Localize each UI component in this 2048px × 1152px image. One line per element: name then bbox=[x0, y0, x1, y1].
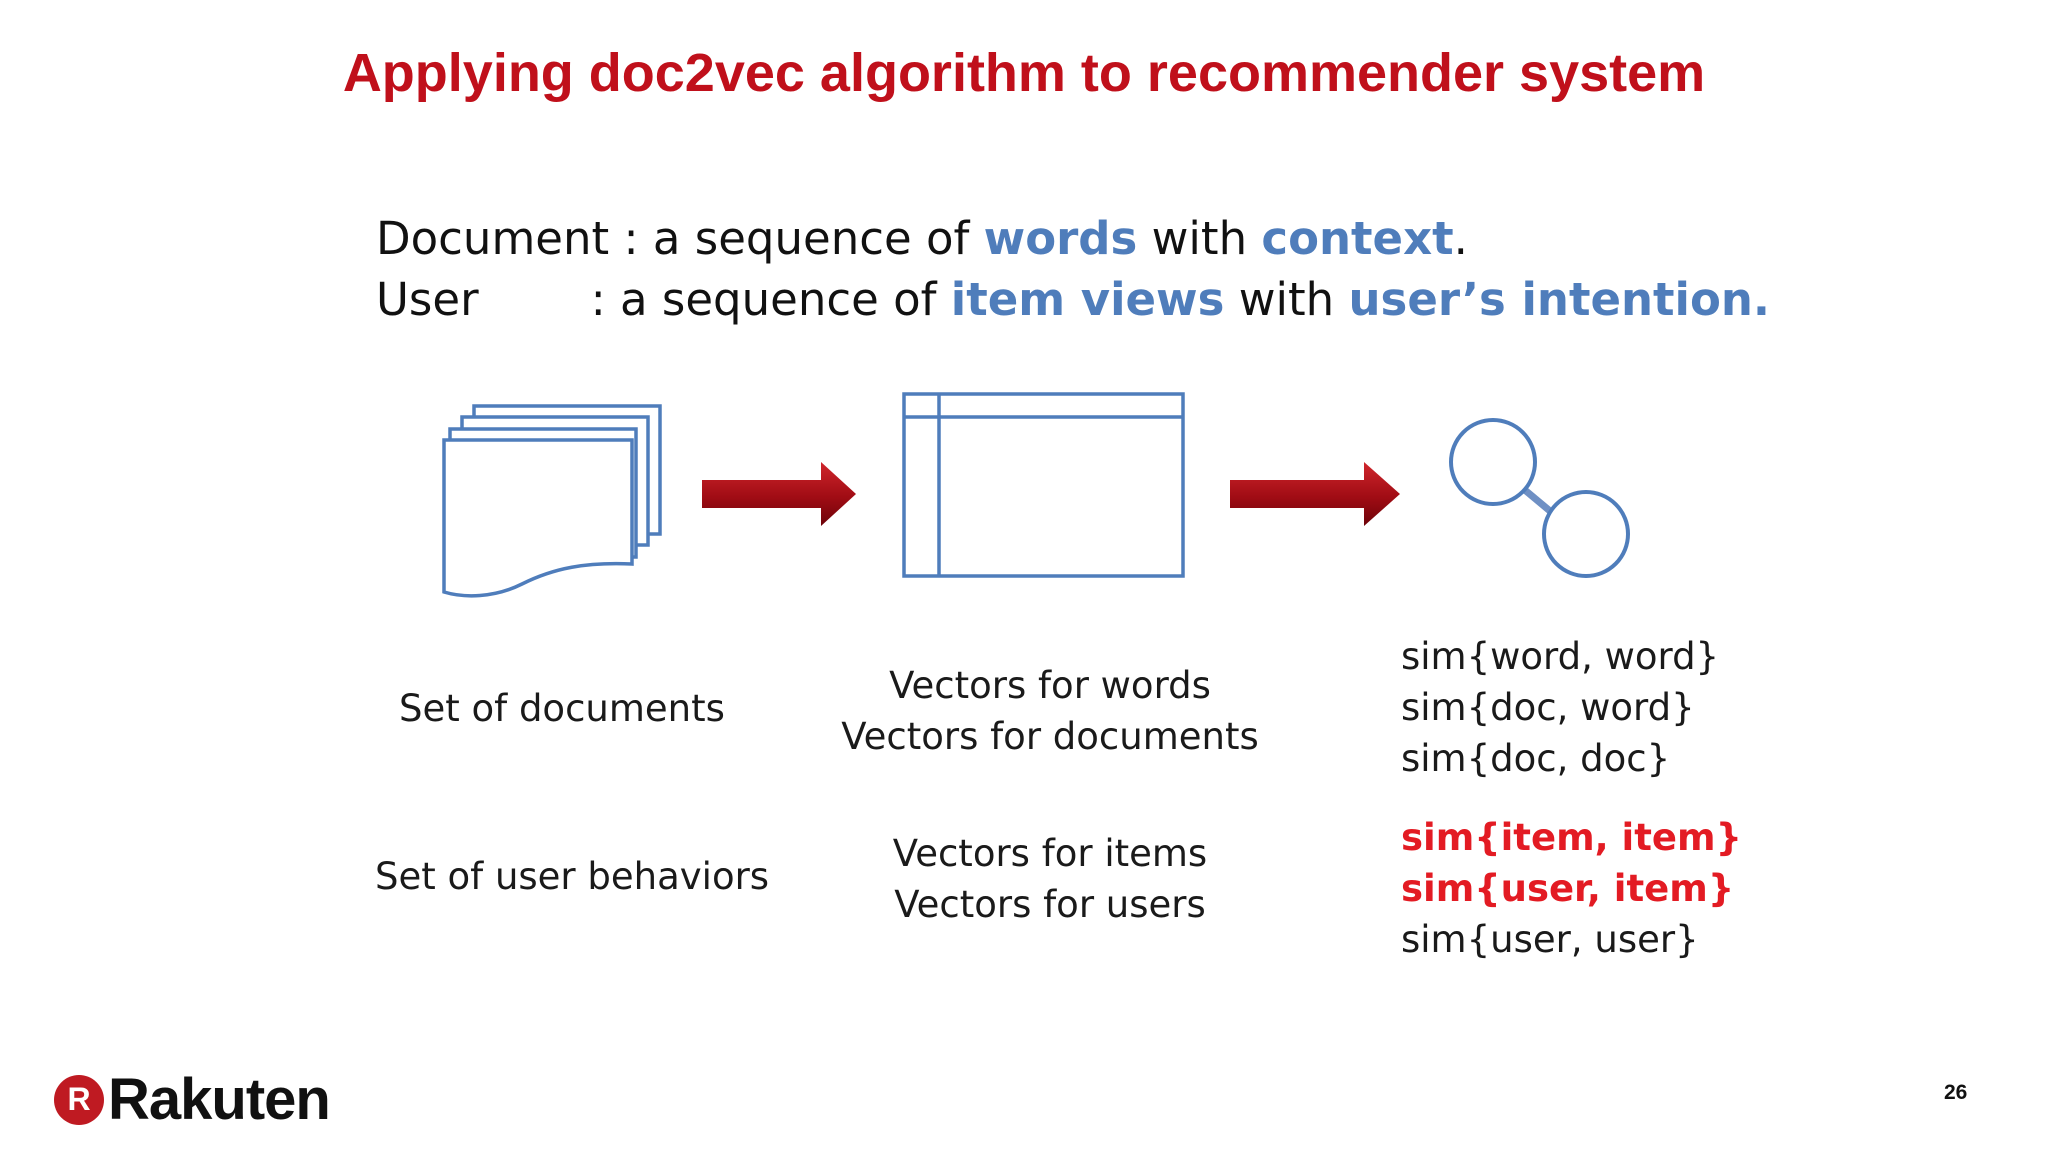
arrow-1-icon bbox=[702, 462, 856, 526]
page-number: 26 bbox=[1944, 1081, 1968, 1104]
rakuten-logo: R Rakuten bbox=[54, 1066, 331, 1133]
slide-title: Applying doc2vec algorithm to recommende… bbox=[342, 43, 1706, 103]
user-term: User bbox=[376, 273, 479, 326]
sim-item-item: sim{item, item} bbox=[1401, 816, 1742, 859]
sim-user-item: sim{user, item} bbox=[1401, 867, 1735, 910]
set-of-documents-label: Set of documents bbox=[399, 687, 725, 730]
user-similarities: sim{item, item} sim{user, item} sim{user… bbox=[1401, 812, 1742, 965]
sim-user-user: sim{user, user} bbox=[1401, 918, 1699, 961]
words-highlight: words bbox=[983, 212, 1138, 265]
documents-stack-icon bbox=[442, 404, 662, 598]
similarity-icon bbox=[1449, 418, 1630, 578]
user-definition: User : a sequence of item views with user… bbox=[376, 273, 1770, 326]
document-period: . bbox=[1453, 212, 1468, 265]
item-user-vectors-label: Vectors for items Vectors for users bbox=[830, 828, 1270, 930]
document-separator: : a sequence of bbox=[609, 212, 984, 265]
vector-table-icon bbox=[902, 392, 1185, 578]
sim-word-word: sim{word, word} bbox=[1401, 635, 1720, 678]
sim-doc-doc: sim{doc, doc} bbox=[1401, 737, 1671, 780]
document-definition: Document : a sequence of words with cont… bbox=[376, 212, 1468, 265]
item-views-highlight: item views bbox=[950, 273, 1225, 326]
user-intention-highlight: user’s intention. bbox=[1348, 273, 1770, 326]
vectors-for-documents: Vectors for documents bbox=[841, 715, 1259, 758]
word-doc-vectors-label: Vectors for words Vectors for documents bbox=[830, 660, 1270, 762]
document-with: with bbox=[1137, 212, 1262, 265]
vectors-for-words: Vectors for words bbox=[889, 664, 1211, 707]
rakuten-logo-text: Rakuten bbox=[108, 1067, 331, 1132]
rakuten-logo-mark: R bbox=[54, 1074, 104, 1125]
context-highlight: context bbox=[1261, 212, 1454, 265]
document-similarities: sim{word, word} sim{doc, word} sim{doc, … bbox=[1401, 631, 1719, 784]
arrow-2-icon bbox=[1230, 462, 1400, 526]
vectors-for-items: Vectors for items bbox=[892, 832, 1208, 875]
user-with: with bbox=[1224, 273, 1349, 326]
set-of-user-behaviors-label: Set of user behaviors bbox=[375, 855, 770, 898]
sim-doc-word: sim{doc, word} bbox=[1401, 686, 1695, 729]
vectors-for-users: Vectors for users bbox=[894, 883, 1206, 926]
document-term: Document bbox=[376, 212, 610, 265]
user-separator: : a sequence of bbox=[590, 273, 951, 326]
